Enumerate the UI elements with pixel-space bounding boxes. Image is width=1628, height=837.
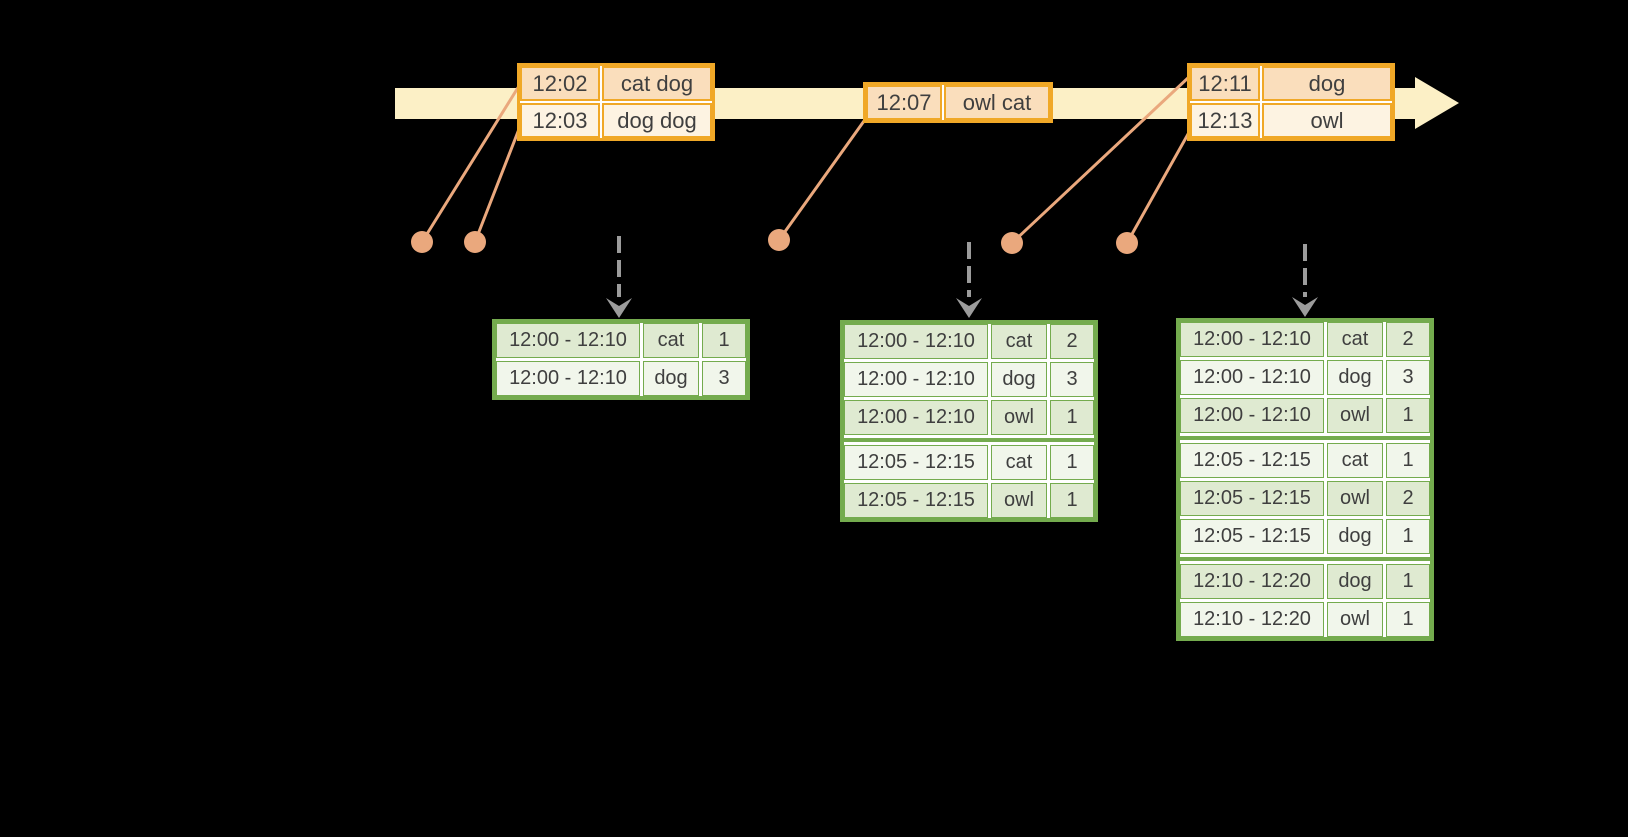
window-cell: 12:10 - 12:20 (1180, 564, 1324, 599)
event-row: 12:03 dog dog (520, 103, 712, 138)
event-words-cell: owl cat (944, 85, 1050, 120)
key-cell: owl (991, 483, 1047, 518)
window-cell: 12:05 - 12:15 (1180, 481, 1324, 516)
key-cell: dog (1327, 564, 1383, 599)
event-dot (464, 231, 486, 253)
event-words-cell: dog dog (602, 103, 712, 138)
window-cell: 12:05 - 12:15 (844, 483, 988, 518)
event-line (777, 119, 866, 242)
event-dot (1001, 232, 1023, 254)
key-cell: cat (1327, 322, 1383, 357)
window-cell: 12:00 - 12:10 (844, 324, 988, 359)
table-row: 12:05 - 12:15 cat 1 (1180, 436, 1430, 478)
event-line (1125, 125, 1194, 245)
event-dot (768, 229, 790, 251)
count-cell: 1 (1386, 519, 1430, 554)
count-cell: 2 (1386, 322, 1430, 357)
event-time-cell: 12:11 (1190, 66, 1260, 101)
result-table-1: 12:00 - 12:10 cat 1 12:00 - 12:10 dog 3 (492, 319, 750, 400)
event-table-1: 12:02 cat dog 12:03 dog dog (517, 63, 715, 141)
window-cell: 12:05 - 12:15 (1180, 519, 1324, 554)
count-cell: 2 (1386, 481, 1430, 516)
table-row: 12:05 - 12:15 owl 1 (844, 483, 1094, 518)
event-row: 12:11 dog (1190, 66, 1392, 101)
count-cell: 1 (1386, 564, 1430, 599)
table-row: 12:05 - 12:15 dog 1 (1180, 519, 1430, 554)
event-row: 12:02 cat dog (520, 66, 712, 101)
key-cell: cat (643, 323, 699, 358)
table-row: 12:00 - 12:10 dog 3 (1180, 360, 1430, 395)
key-cell: owl (1327, 602, 1383, 637)
event-table-2: 12:07 owl cat (863, 82, 1053, 123)
table-row: 12:10 - 12:20 owl 1 (1180, 602, 1430, 637)
count-cell: 1 (1386, 443, 1430, 478)
arrowhead-down-icon (956, 298, 982, 318)
event-words-cell: owl (1262, 103, 1392, 138)
count-cell: 2 (1050, 324, 1094, 359)
table-row: 12:10 - 12:20 dog 1 (1180, 557, 1430, 599)
event-dot (1116, 232, 1138, 254)
event-row: 12:13 owl (1190, 103, 1392, 138)
event-words-cell: dog (1262, 66, 1392, 101)
count-cell: 3 (1386, 360, 1430, 395)
table-row: 12:00 - 12:10 owl 1 (1180, 398, 1430, 433)
table-row: 12:00 - 12:10 cat 2 (1180, 322, 1430, 357)
result-table-2: 12:00 - 12:10 cat 2 12:00 - 12:10 dog 3 … (840, 320, 1098, 522)
window-cell: 12:00 - 12:10 (1180, 322, 1324, 357)
table-row: 12:00 - 12:10 cat 1 (496, 323, 746, 358)
event-line (1010, 75, 1191, 245)
table-row: 12:00 - 12:10 dog 3 (844, 362, 1094, 397)
count-cell: 1 (1050, 445, 1094, 480)
key-cell: owl (1327, 398, 1383, 433)
window-cell: 12:00 - 12:10 (844, 362, 988, 397)
event-table-3: 12:11 dog 12:13 owl (1187, 63, 1395, 141)
event-time-cell: 12:02 (520, 66, 600, 101)
key-cell: dog (991, 362, 1047, 397)
key-cell: dog (1327, 519, 1383, 554)
event-time-cell: 12:03 (520, 103, 600, 138)
window-cell: 12:00 - 12:10 (496, 323, 640, 358)
arrowhead-down-icon (606, 298, 632, 318)
key-cell: dog (1327, 360, 1383, 395)
event-line (473, 122, 523, 244)
window-cell: 12:10 - 12:20 (1180, 602, 1324, 637)
result-table-3: 12:00 - 12:10 cat 2 12:00 - 12:10 dog 3 … (1176, 318, 1434, 641)
count-cell: 1 (1050, 483, 1094, 518)
key-cell: owl (991, 400, 1047, 435)
count-cell: 1 (702, 323, 746, 358)
event-time-cell: 12:13 (1190, 103, 1260, 138)
timeline-arrowhead-icon (1415, 77, 1459, 129)
key-cell: owl (1327, 481, 1383, 516)
table-row: 12:05 - 12:15 owl 2 (1180, 481, 1430, 516)
count-cell: 1 (1386, 602, 1430, 637)
key-cell: cat (991, 324, 1047, 359)
count-cell: 3 (1050, 362, 1094, 397)
event-words-cell: cat dog (602, 66, 712, 101)
arrowhead-down-icon (1292, 297, 1318, 317)
count-cell: 3 (702, 361, 746, 396)
key-cell: cat (991, 445, 1047, 480)
table-row: 12:00 - 12:10 owl 1 (844, 400, 1094, 435)
table-row: 12:05 - 12:15 cat 1 (844, 438, 1094, 480)
event-line (420, 84, 521, 244)
window-cell: 12:00 - 12:10 (496, 361, 640, 396)
key-cell: dog (643, 361, 699, 396)
key-cell: cat (1327, 443, 1383, 478)
table-row: 12:00 - 12:10 cat 2 (844, 324, 1094, 359)
window-cell: 12:05 - 12:15 (844, 445, 988, 480)
count-cell: 1 (1386, 398, 1430, 433)
event-dot (411, 231, 433, 253)
window-cell: 12:00 - 12:10 (1180, 398, 1324, 433)
count-cell: 1 (1050, 400, 1094, 435)
event-time-cell: 12:07 (866, 85, 942, 120)
window-cell: 12:00 - 12:10 (1180, 360, 1324, 395)
window-cell: 12:05 - 12:15 (1180, 443, 1324, 478)
event-row: 12:07 owl cat (866, 85, 1050, 120)
table-row: 12:00 - 12:10 dog 3 (496, 361, 746, 396)
window-cell: 12:00 - 12:10 (844, 400, 988, 435)
